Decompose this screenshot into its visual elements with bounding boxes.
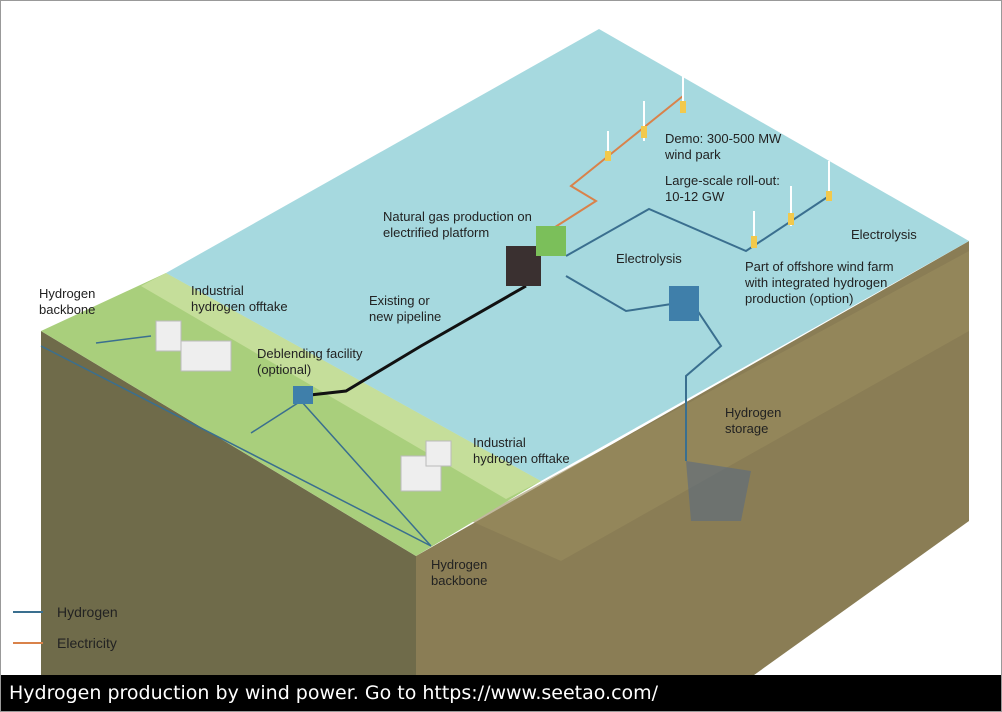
electrolysis-module [536, 226, 566, 256]
label-rollout: Large-scale roll-out:10-12 GW [665, 173, 780, 204]
legend-label: Hydrogen [57, 604, 118, 620]
turbine-foundations [605, 101, 832, 248]
hydrogen-backbone-line [40, 345, 432, 547]
gas-platform [506, 246, 541, 286]
caption-bar: Hydrogen production by wind power. Go to… [1, 675, 1001, 711]
legend-electricity: Electricity [13, 635, 117, 651]
hydrogen-line-storage [565, 275, 723, 461]
hydrogen-swatch [13, 611, 43, 613]
label-deblending: Deblending facility(optional) [257, 346, 363, 377]
seabed-layer [471, 251, 969, 561]
hydrogen-offtake-line [95, 335, 152, 344]
existing-pipeline [300, 284, 527, 398]
left-ground-face [41, 331, 416, 711]
deblending-facility [293, 386, 313, 404]
label-electrolysis-turbine: Electrolysis [851, 227, 917, 242]
hydrogen-line-farm [565, 195, 830, 257]
industrial-site-top [155, 320, 232, 372]
legend-hydrogen: Hydrogen [13, 604, 118, 620]
industrial-site-bottom [400, 440, 452, 492]
electricity-swatch [13, 642, 43, 644]
storage-platform [669, 286, 699, 321]
legend-label: Electricity [57, 635, 117, 651]
electricity-cable [540, 95, 684, 237]
hydrogen-storage-cavern [686, 461, 751, 521]
label-electrolysis-platform: Electrolysis [616, 251, 682, 266]
